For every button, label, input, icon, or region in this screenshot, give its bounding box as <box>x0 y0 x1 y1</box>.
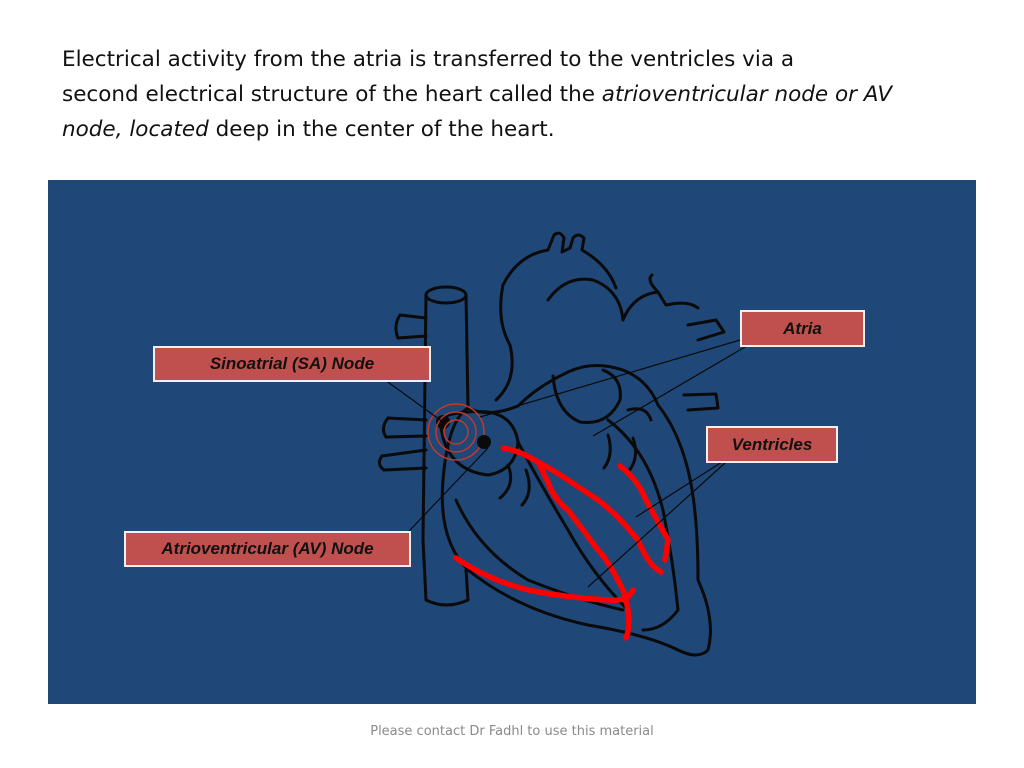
heart-illustration <box>369 231 775 657</box>
label-ventricles: Ventricles <box>706 426 838 463</box>
label-atria: Atria <box>740 310 865 347</box>
footer-note: Please contact Dr Fadhl to use this mate… <box>370 724 654 739</box>
heart-outline <box>377 231 726 657</box>
slide-paragraph: Electrical activity from the atria is tr… <box>62 42 962 147</box>
sa-node-marker <box>427 403 485 461</box>
paragraph-line-3-italic: node, located <box>62 117 209 142</box>
heart-diagram-panel: Sinoatrial (SA) Node Atrioventricular (A… <box>48 180 976 704</box>
label-av-node: Atrioventricular (AV) Node <box>124 531 411 567</box>
paragraph-line-2-plain: second electrical structure of the heart… <box>62 82 602 107</box>
paragraph-line-2-italic: atrioventricular node or AV <box>601 82 893 107</box>
label-sa-node: Sinoatrial (SA) Node <box>153 346 431 382</box>
conduction-pathways <box>453 445 671 641</box>
av-node-marker <box>477 435 491 449</box>
paragraph-line-2: second electrical structure of the heart… <box>62 77 962 112</box>
paragraph-line-3: node, located deep in the center of the … <box>62 112 962 147</box>
paragraph-line-1: Electrical activity from the atria is tr… <box>62 47 795 72</box>
paragraph-line-3-plain: deep in the center of the heart. <box>208 117 555 142</box>
